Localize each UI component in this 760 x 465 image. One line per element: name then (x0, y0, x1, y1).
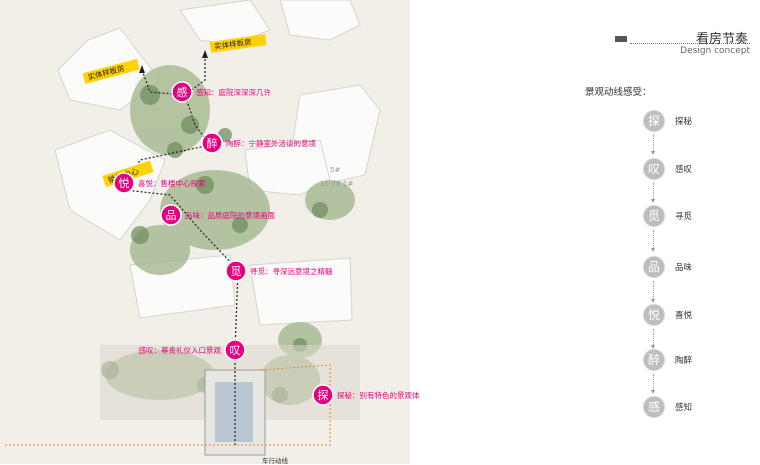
svg-text:感叹：尊贵礼仪入口景观: 感叹：尊贵礼仪入口景观 (139, 345, 222, 355)
step-connector (653, 374, 654, 392)
svg-text:陶醉：宁静室外洽谈的意境: 陶醉：宁静室外洽谈的意境 (226, 138, 316, 148)
svg-text:觅: 觅 (231, 265, 242, 278)
title-mark-icon (615, 36, 627, 42)
step-label: 陶醉 (675, 354, 692, 366)
step-icon: 悦 (643, 304, 665, 326)
step-node-4: 品 品味 (643, 256, 753, 278)
step-icon: 感 (643, 396, 665, 418)
step-connector (653, 135, 654, 153)
panel-subtitle: Design concept (680, 46, 750, 56)
site-plan: 5# 11-7B 1# 实体样板房 实体样板房 销售中心 感 感知：庭院深深深几… (0, 0, 420, 464)
panel-title: 看房节奏 (696, 28, 748, 47)
svg-text:喜悦：售楼中心探索: 喜悦：售楼中心探索 (138, 178, 206, 188)
step-connector (653, 183, 654, 201)
svg-text:寻觅：寻深远意境之精髓: 寻觅：寻深远意境之精髓 (250, 266, 333, 276)
svg-text:感: 感 (177, 86, 188, 99)
feel-label: 景观动线感受： (585, 84, 652, 98)
step-label: 探秘 (675, 115, 692, 127)
step-icon: 醉 (643, 349, 665, 371)
water-feature (215, 382, 253, 442)
step-label: 感叹 (675, 163, 692, 175)
step-connector (653, 230, 654, 250)
step-node-7: 感 感知 (643, 396, 753, 418)
step-icon: 品 (643, 256, 665, 278)
step-node-2: 叹 感叹 (643, 158, 753, 180)
step-node-3: 觅 寻觅 (643, 205, 753, 227)
svg-text:探秘：别有特色的景观体验: 探秘：别有特色的景观体验 (337, 390, 420, 400)
building-mark-5: 5# (330, 166, 340, 174)
svg-text:品味：品质庭院的意境画面: 品味：品质庭院的意境画面 (185, 210, 275, 220)
svg-text:叹: 叹 (230, 344, 241, 357)
svg-text:感知：庭院深深深几许: 感知：庭院深深深几许 (196, 87, 271, 97)
svg-text:醉: 醉 (207, 136, 218, 150)
svg-text:品: 品 (166, 209, 177, 222)
step-node-6: 醉 陶醉 (643, 349, 753, 371)
svg-text:悦: 悦 (119, 176, 130, 190)
step-label: 寻觅 (675, 210, 692, 222)
step-label: 感知 (675, 401, 692, 413)
step-icon: 叹 (643, 158, 665, 180)
step-icon: 探 (643, 110, 665, 132)
step-label: 品味 (675, 261, 692, 273)
step-node-1: 探 探秘 (643, 110, 753, 132)
step-node-5: 悦 喜悦 (643, 304, 753, 326)
step-connector (653, 329, 654, 347)
concept-panel: 看房节奏 Design concept 景观动线感受： 探 探秘 叹 感叹 觅 … (575, 0, 760, 464)
svg-text:探: 探 (318, 389, 329, 402)
building-mark-1: 11-7B 1# (320, 180, 353, 188)
step-connector (653, 281, 654, 301)
step-label: 喜悦 (675, 309, 692, 321)
step-icon: 觅 (643, 205, 665, 227)
